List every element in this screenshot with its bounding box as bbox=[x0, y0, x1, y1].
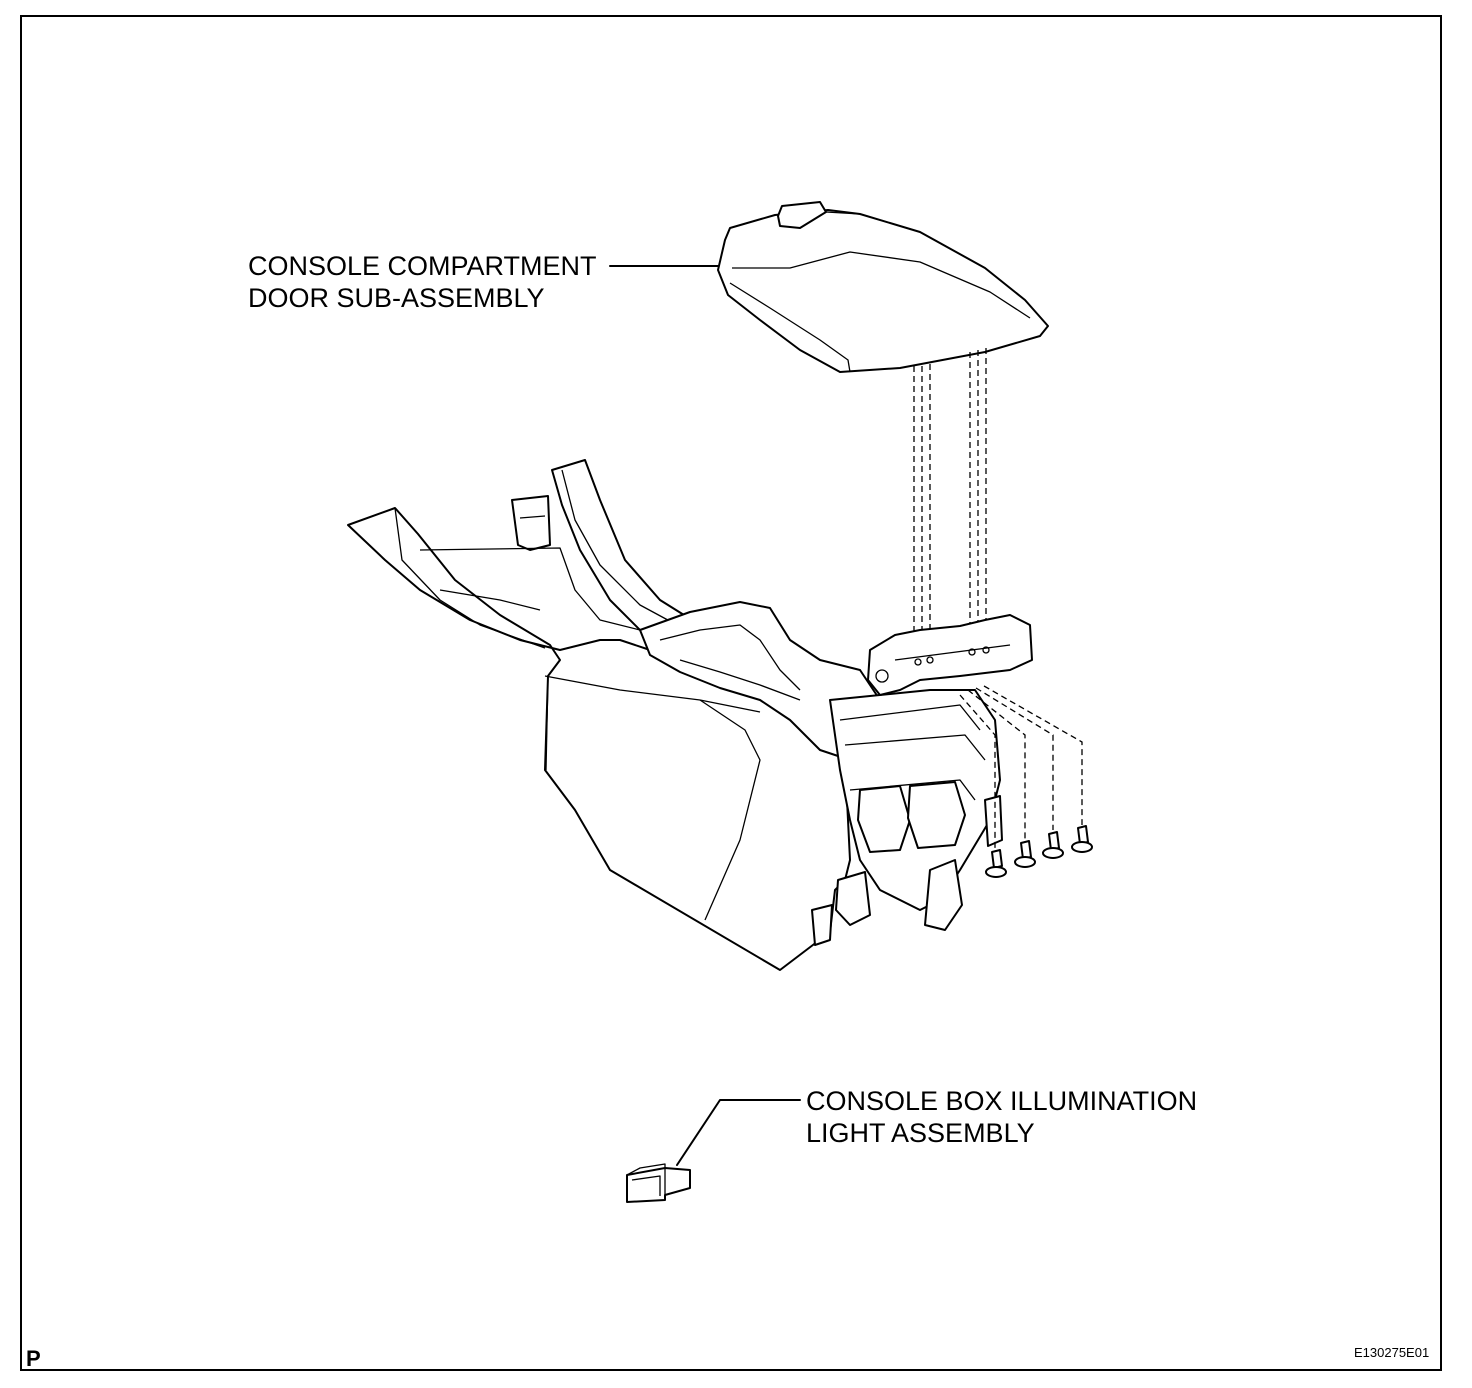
diagram-frame bbox=[20, 15, 1442, 1371]
screw-icon bbox=[1071, 825, 1093, 853]
alignment-lines-screws bbox=[959, 685, 1083, 850]
screw-icon bbox=[985, 849, 1007, 878]
light-leader-line bbox=[676, 1099, 801, 1166]
illumination-light-assembly bbox=[626, 1163, 691, 1203]
screw-icon bbox=[1014, 840, 1036, 868]
light-label-line-2: LIGHT ASSEMBLY bbox=[806, 1118, 1035, 1148]
corner-mark: P bbox=[26, 1346, 41, 1371]
illumination-light-label: CONSOLE BOX ILLUMINATION LIGHT ASSEMBLY bbox=[806, 1085, 1197, 1149]
console-box bbox=[347, 459, 1033, 971]
alignment-lines-lid bbox=[913, 348, 987, 668]
figure-code: E130275E01 bbox=[1354, 1345, 1430, 1360]
door-label-line-2: DOOR SUB-ASSEMBLY bbox=[248, 283, 545, 313]
screw-icon bbox=[1042, 831, 1064, 859]
door-sub-assembly-label: CONSOLE COMPARTMENT DOOR SUB-ASSEMBLY bbox=[248, 250, 597, 314]
light-label-line-1: CONSOLE BOX ILLUMINATION bbox=[806, 1086, 1198, 1116]
console-compartment-door bbox=[717, 201, 1049, 373]
screws bbox=[985, 825, 1093, 878]
door-label-line-1: CONSOLE COMPARTMENT bbox=[248, 251, 597, 281]
